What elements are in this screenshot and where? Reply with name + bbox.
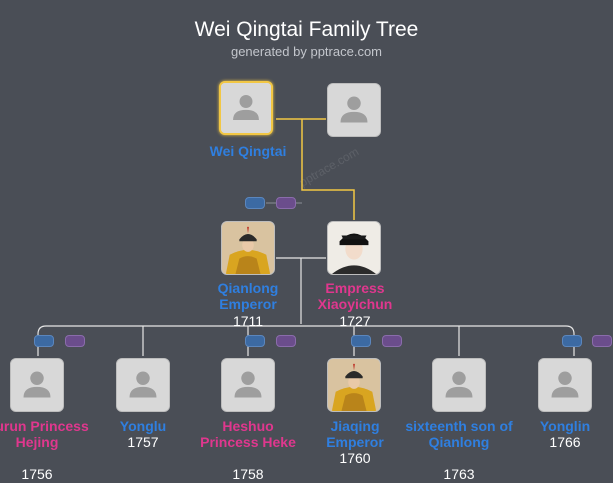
node-jiaqing[interactable]: [327, 358, 381, 412]
year-jiaqing: 1760: [339, 450, 371, 466]
descent-line-gen1: [301, 119, 355, 220]
year-heshuo: 1758: [232, 466, 264, 482]
name-yonglu[interactable]: Yonglu: [119, 418, 167, 434]
person-placeholder-icon: [117, 359, 169, 411]
node-sixteenth-son[interactable]: [432, 358, 486, 412]
tag-purple[interactable]: [276, 197, 296, 209]
tag-blue[interactable]: [245, 197, 265, 209]
person-placeholder-icon: [539, 359, 591, 411]
emperor-portrait: [222, 222, 274, 274]
node-kurun[interactable]: [10, 358, 64, 412]
sibling-bar: [37, 325, 575, 356]
tag-blue[interactable]: [34, 335, 54, 347]
name-kurun[interactable]: Kurun Princess Hejing: [0, 418, 89, 450]
tag-purple[interactable]: [276, 335, 296, 347]
person-placeholder-icon: [222, 359, 274, 411]
person-placeholder-icon: [221, 83, 271, 133]
name-yonglin[interactable]: Yonglin: [539, 418, 591, 434]
tag-blue[interactable]: [245, 335, 265, 347]
year-yonglin: 1766: [549, 434, 581, 450]
tag-blue[interactable]: [562, 335, 582, 347]
year-kurun: 1756: [21, 466, 53, 482]
node-qianlong[interactable]: [221, 221, 275, 275]
name-wei-qingtai[interactable]: Wei Qingtai: [209, 143, 287, 159]
year-qianlong: 1711: [232, 313, 264, 329]
person-placeholder-icon: [328, 84, 380, 136]
node-yonglin[interactable]: [538, 358, 592, 412]
emperor-portrait: [328, 359, 380, 411]
tag-blue[interactable]: [351, 335, 371, 347]
person-placeholder-icon: [433, 359, 485, 411]
person-placeholder-icon: [11, 359, 63, 411]
year-xiaoyichun: 1727: [339, 313, 371, 329]
node-wei-qingtai[interactable]: [219, 81, 273, 135]
name-jiaqing[interactable]: Jiaqing Emperor: [326, 418, 384, 450]
page-title: Wei Qingtai Family Tree: [194, 18, 419, 41]
name-sixteenth-son[interactable]: sixteenth son of Qianlong: [405, 418, 513, 450]
node-heshuo[interactable]: [221, 358, 275, 412]
node-yonglu[interactable]: [116, 358, 170, 412]
page-subtitle: generated by pptrace.com: [230, 44, 383, 59]
year-yonglu: 1757: [127, 434, 159, 450]
empress-portrait: [328, 222, 380, 274]
tag-purple[interactable]: [65, 335, 85, 347]
tag-purple[interactable]: [592, 335, 612, 347]
node-xiaoyichun[interactable]: [327, 221, 381, 275]
node-wei-qingtai-spouse[interactable]: [327, 83, 381, 137]
name-xiaoyichun[interactable]: Empress Xiaoyichun: [317, 280, 393, 312]
tag-purple[interactable]: [382, 335, 402, 347]
name-qianlong[interactable]: Qianlong Emperor: [217, 280, 279, 312]
name-heshuo[interactable]: Heshuo Princess Heke: [200, 418, 296, 450]
year-sixteenth-son: 1763: [443, 466, 475, 482]
